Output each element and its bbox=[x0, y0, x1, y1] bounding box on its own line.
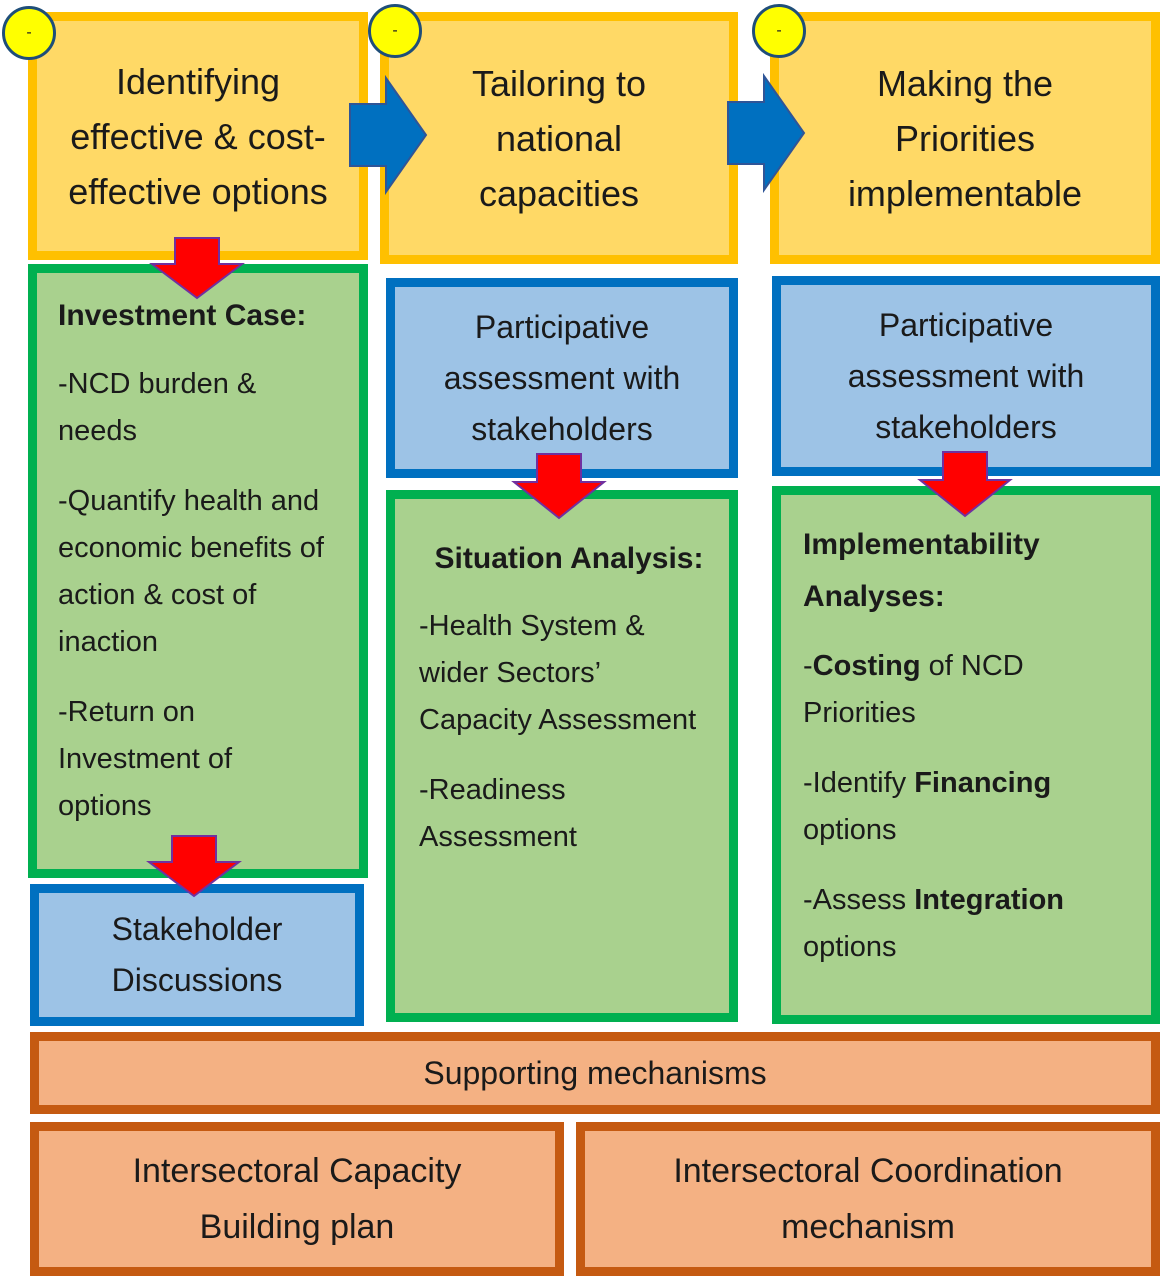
investment-case-item: -Return on Investment of options bbox=[58, 696, 233, 822]
arrow-down-icon bbox=[149, 237, 245, 300]
arrow-down-icon bbox=[511, 453, 607, 520]
step-3-header-text: Making the Priorities implementable bbox=[847, 62, 1083, 214]
situation-analysis-item: -Readiness Assessment bbox=[419, 774, 577, 853]
situation-analysis-item: -Health System & wider Sectors’ Capacity… bbox=[419, 610, 697, 736]
situation-analysis-title: Situation Analysis: bbox=[434, 542, 704, 575]
item-keyword: Costing bbox=[812, 650, 921, 682]
stakeholder-discussions-box: Stakeholder Discussions bbox=[30, 884, 364, 1026]
coordination-box: Intersectoral Coordination mechanism bbox=[576, 1122, 1160, 1276]
supporting-mechanisms-text: Supporting mechanisms bbox=[423, 1055, 767, 1091]
item-prefix: -Assess bbox=[803, 884, 915, 916]
step-1-badge-text: - bbox=[26, 24, 32, 41]
implementability-item: -Identify Financing options bbox=[803, 760, 1103, 854]
arrow-down-icon bbox=[146, 835, 242, 898]
implementability-title: Implementability Analyses: bbox=[803, 528, 1040, 613]
capacity-building-box: Intersectoral Capacity Building plan bbox=[30, 1122, 564, 1276]
step-3-header: Making the Priorities implementable bbox=[770, 12, 1160, 264]
step-3-badge-text: - bbox=[776, 22, 782, 39]
item-suffix: options bbox=[803, 814, 897, 846]
investment-case-panel: Investment Case: -NCD burden & needs -Qu… bbox=[28, 264, 368, 878]
arrow-right-icon bbox=[349, 74, 428, 196]
investment-case-item: -Quantify health and economic benefits o… bbox=[58, 485, 324, 658]
step-2-badge-text: - bbox=[392, 22, 398, 39]
step-1-badge-icon: - bbox=[2, 6, 56, 60]
item-keyword: Integration bbox=[914, 884, 1065, 916]
step-1-header-text: Identifying effective & cost-effective o… bbox=[68, 60, 328, 212]
step-2-header-text: Tailoring to national capacities bbox=[471, 62, 647, 214]
supporting-mechanisms-bar: Supporting mechanisms bbox=[30, 1032, 1160, 1114]
item-prefix: -Identify bbox=[803, 767, 915, 799]
step-1-header: Identifying effective & cost-effective o… bbox=[28, 12, 368, 260]
participative-assessment-box-2: Participative assessment with stakeholde… bbox=[386, 278, 738, 478]
implementability-item: -Assess Integration options bbox=[803, 877, 1113, 971]
participative-assessment-text-3: Participative assessment with stakeholde… bbox=[847, 306, 1085, 445]
step-2-header: Tailoring to national capacities bbox=[380, 12, 738, 264]
investment-case-item: -NCD burden & needs bbox=[58, 368, 257, 447]
step-2-badge-icon: - bbox=[368, 4, 422, 58]
item-prefix: - bbox=[803, 650, 813, 682]
investment-case-title: Investment Case: bbox=[58, 299, 307, 332]
item-suffix: options bbox=[803, 931, 897, 963]
step-3-badge-icon: - bbox=[752, 4, 806, 58]
implementability-panel: Implementability Analyses: -Costing of N… bbox=[772, 486, 1160, 1024]
arrow-right-icon bbox=[727, 72, 806, 194]
stakeholder-discussions-text: Stakeholder Discussions bbox=[111, 911, 283, 998]
capacity-building-text: Intersectoral Capacity Building plan bbox=[132, 1152, 462, 1246]
participative-assessment-text-2: Participative assessment with stakeholde… bbox=[443, 308, 681, 447]
implementability-item: -Costing of NCD Priorities bbox=[803, 643, 1063, 737]
arrow-down-icon bbox=[917, 451, 1013, 518]
item-keyword: Financing bbox=[914, 767, 1052, 799]
coordination-text: Intersectoral Coordination mechanism bbox=[673, 1152, 1063, 1246]
item-suffix: of NCD Priorities bbox=[803, 650, 1024, 729]
situation-analysis-panel: Situation Analysis: -Health System & wid… bbox=[386, 490, 738, 1022]
participative-assessment-box-3: Participative assessment with stakeholde… bbox=[772, 276, 1160, 476]
